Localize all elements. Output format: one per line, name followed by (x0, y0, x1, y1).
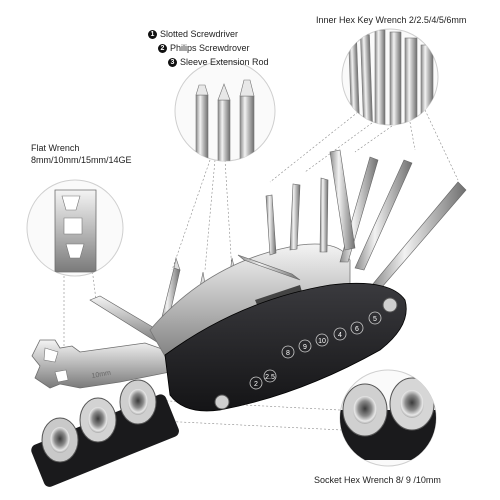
mark-5: 5 (373, 316, 377, 323)
tool-body: 2 2.5 8 9 10 4 6 5 (164, 282, 407, 412)
socket-10 (119, 379, 157, 425)
pivot-screw-front (214, 394, 230, 410)
pivot-screw-back (382, 297, 398, 313)
socket-wrench-callout: Socket Hex Wrench 8/ 9 /10mm (314, 475, 441, 485)
zoom-screwdriver-bits (174, 60, 276, 162)
number-badge-1: 1 (148, 30, 157, 39)
zoom-sockets (339, 369, 437, 467)
mark-6: 6 (355, 326, 359, 333)
hex-keys (237, 149, 467, 288)
mark-4: 4 (338, 332, 342, 339)
socket-row (31, 379, 179, 487)
flat-wrench-title: Flat Wrench (31, 143, 80, 153)
mark-2: 2 (254, 381, 258, 388)
flat-wrench-sizes: 8mm/10mm/15mm/14GE (31, 155, 132, 165)
socket-9 (79, 397, 117, 443)
number-badge-2: 2 (158, 44, 167, 53)
flat-wrench-arm: 10mm (31, 339, 171, 389)
zoom-flat-wrench (26, 179, 124, 277)
mark-9: 9 (303, 344, 307, 351)
callout-text-1: Slotted Screwdriver (160, 29, 239, 39)
hex-key-callout: Inner Hex Key Wrench 2/2.5/4/5/6mm (316, 15, 467, 25)
mark-10: 10 (318, 338, 326, 345)
socket-8 (41, 417, 79, 463)
mark-2-5: 2.5 (265, 374, 275, 381)
svg-text:10mm: 10mm (91, 370, 112, 380)
callout-text-2: Philips Screwdrover (170, 43, 250, 53)
callout-lines (63, 109, 459, 431)
multi-tool: 10mm (31, 149, 467, 487)
mark-8: 8 (286, 350, 290, 357)
zoom-hex-keys (341, 28, 439, 126)
callout-text-3: Sleeve Extension Rod (180, 57, 269, 67)
size-markings: 2 2.5 8 9 10 4 6 5 (249, 311, 382, 390)
number-badge-3: 3 (168, 58, 177, 67)
